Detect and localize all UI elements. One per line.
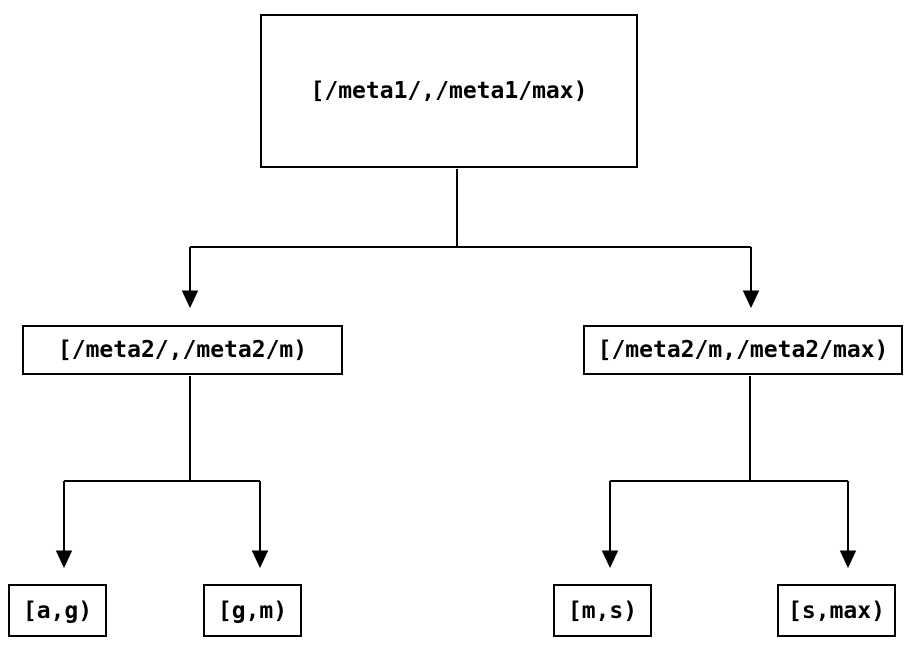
tree-node-leaf-smax-label: [s,max) (788, 597, 885, 624)
edge-right-to-leaves (609, 376, 849, 552)
arrowhead-icon (742, 290, 760, 309)
arrowhead-icon (839, 550, 857, 569)
edge-left-to-leaves (63, 376, 261, 552)
arrowhead-icon (601, 550, 619, 569)
arrowhead-icon (55, 550, 73, 569)
tree-node-level2-right: [/meta2/m,/meta2/max) (583, 325, 903, 375)
tree-node-leaf-smax: [s,max) (777, 584, 896, 637)
arrowhead-icon (181, 290, 199, 309)
tree-node-leaf-ms: [m,s) (553, 584, 652, 637)
tree-node-level2-right-label: [/meta2/m,/meta2/max) (597, 337, 889, 363)
tree-node-leaf-ag: [a,g) (8, 584, 107, 637)
edge-root-to-children (189, 169, 752, 292)
tree-node-root: [/meta1/,/meta1/max) (260, 14, 638, 168)
tree-node-level2-left-label: [/meta2/,/meta2/m) (57, 337, 308, 363)
tree-node-level2-left: [/meta2/,/meta2/m) (22, 325, 343, 375)
tree-node-root-label: [/meta1/,/meta1/max) (310, 78, 588, 104)
tree-node-leaf-ms-label: [m,s) (567, 597, 638, 624)
tree-node-leaf-gm: [g,m) (203, 584, 302, 637)
tree-node-leaf-ag-label: [a,g) (22, 597, 93, 624)
arrowhead-icon (251, 550, 269, 569)
tree-node-leaf-gm-label: [g,m) (217, 597, 288, 624)
